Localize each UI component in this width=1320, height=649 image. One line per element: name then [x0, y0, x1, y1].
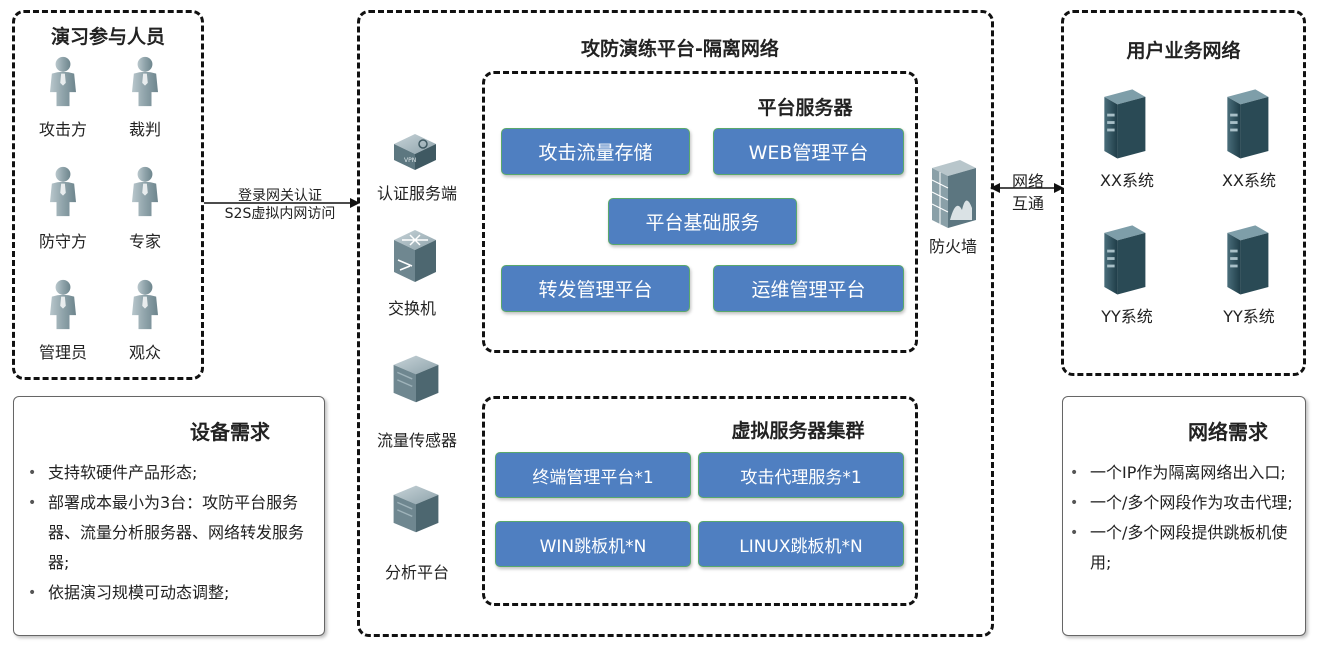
module-linux-jumphost: LINUX跳板机*N [698, 521, 904, 567]
module-terminal-management: 终端管理平台*1 [495, 452, 691, 498]
device-label-switch: 交换机 [387, 299, 436, 318]
vm-cluster-panel [482, 396, 918, 606]
defender-person-icon [44, 165, 82, 217]
person-label-defender: 防守方 [38, 232, 87, 251]
module-attack-proxy: 攻击代理服务*1 [698, 452, 904, 498]
link-left-line2: S2S虚拟内网访问 [224, 206, 336, 222]
firewall-icon [931, 160, 976, 228]
admin-person-icon [44, 278, 82, 330]
participants-panel [12, 10, 204, 380]
system-label: XX系统 [1100, 171, 1154, 190]
module-platform-base-service: 平台基础服务 [608, 198, 797, 245]
device-label-sensor: 流量传感器 [376, 431, 457, 450]
person-label-expert: 专家 [128, 232, 161, 251]
link-right-line1: 网络 [1011, 172, 1044, 191]
person-label-judge: 裁判 [128, 120, 161, 139]
person-label-attacker: 攻击方 [38, 120, 87, 139]
device-requirements-title: 设备需求 [190, 420, 270, 444]
user-network-title: 用户业务网络 [1126, 40, 1241, 62]
device-req-item: 依据演习规模可动态调整; [22, 578, 312, 608]
device-req-item: 部署成本最小为3台：攻防平台服务器、流量分析服务器、网络转发服务器; [22, 488, 312, 578]
analysis-platform-icon [388, 478, 444, 538]
expert-person-icon [126, 165, 164, 217]
link-right-line2: 互通 [1011, 194, 1044, 213]
xx-system-server-icon [1095, 85, 1151, 161]
yy-system-server-icon [1095, 221, 1151, 297]
platform-server-title: 平台服务器 [757, 97, 853, 119]
system-label: YY系统 [1223, 307, 1275, 326]
platform-title: 攻防演练平台-隔离网络 [581, 38, 779, 60]
svg-text:VPN: VPN [404, 157, 416, 164]
network-req-item: 一个IP作为隔离网络出入口; [1064, 458, 1298, 488]
network-link-arrow [990, 183, 1064, 193]
xx-system-server-icon [1218, 85, 1274, 161]
user-network-panel [1061, 10, 1306, 376]
network-requirements-title: 网络需求 [1188, 420, 1268, 444]
system-label: XX系统 [1222, 171, 1276, 190]
network-req-item: 一个/多个网段作为攻击代理; [1064, 488, 1298, 518]
vpn-icon: VPN [394, 134, 436, 170]
judge-person-icon [126, 55, 164, 107]
participants-title: 演习参与人员 [50, 26, 165, 48]
vm-cluster-title: 虚拟服务器集群 [731, 420, 865, 442]
platform-panel [357, 10, 994, 637]
audience-person-icon [126, 278, 164, 330]
person-label-admin: 管理员 [38, 343, 87, 362]
firewall-label: 防火墙 [928, 237, 977, 256]
module-web-management: WEB管理平台 [713, 128, 904, 175]
module-win-jumphost: WIN跳板机*N [495, 521, 691, 567]
module-ops-management: 运维管理平台 [713, 265, 904, 312]
yy-system-server-icon [1218, 221, 1274, 297]
attacker-person-icon [44, 55, 82, 107]
login-arrow [204, 198, 360, 208]
module-attack-traffic-storage: 攻击流量存储 [501, 128, 690, 175]
person-label-audience: 观众 [128, 343, 161, 362]
network-req-item: 一个/多个网段提供跳板机使用; [1064, 518, 1298, 578]
device-requirements-list: 支持软硬件产品形态; 部署成本最小为3台：攻防平台服务器、流量分析服务器、网络转… [22, 458, 312, 608]
device-req-item: 支持软硬件产品形态; [22, 458, 312, 488]
network-requirements-list: 一个IP作为隔离网络出入口; 一个/多个网段作为攻击代理; 一个/多个网段提供跳… [1064, 458, 1298, 578]
switch-icon [394, 230, 436, 282]
link-left-line1: 登录网关认证 [238, 188, 322, 204]
traffic-sensor-icon [388, 348, 444, 408]
device-label-analysis: 分析平台 [384, 563, 449, 582]
platform-server-panel [482, 71, 918, 353]
device-label-auth: 认证服务端 [376, 184, 457, 203]
system-label: YY系统 [1101, 307, 1153, 326]
module-forwarding-management: 转发管理平台 [501, 265, 690, 312]
